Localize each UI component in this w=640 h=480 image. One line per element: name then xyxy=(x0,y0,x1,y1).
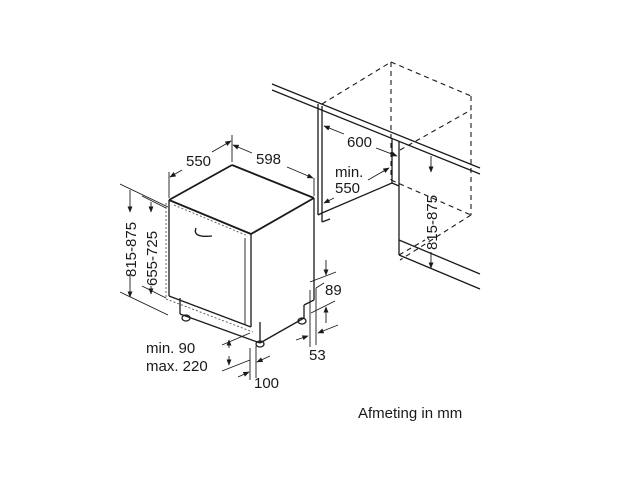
dim-600-niche xyxy=(323,125,398,157)
label-815-875-left: 815-875 xyxy=(123,222,140,277)
label-max-220: max. 220 xyxy=(146,358,208,375)
door-handle xyxy=(194,227,213,237)
dishwasher-body xyxy=(165,164,315,348)
dim-min-550 xyxy=(323,167,390,204)
countertop xyxy=(271,83,481,175)
niche-right-wall xyxy=(391,138,481,290)
label-600: 600 xyxy=(347,134,372,151)
label-598: 598 xyxy=(256,151,281,168)
label-550: 550 xyxy=(186,153,211,170)
label-min: min. xyxy=(335,164,363,181)
dim-100 xyxy=(237,346,271,380)
label-100: 100 xyxy=(254,375,279,392)
label-min-550: 550 xyxy=(335,180,360,197)
dim-598-width xyxy=(232,144,315,196)
dim-655-725 xyxy=(141,195,167,299)
label-89: 89 xyxy=(325,282,342,299)
label-655-725: 655-725 xyxy=(144,231,161,286)
dim-550-depth xyxy=(168,135,233,198)
upper-cabinet-dashed xyxy=(321,61,472,261)
foot-icon xyxy=(181,314,191,322)
label-min-90: min. 90 xyxy=(146,340,195,357)
unit-note: Afmeting in mm xyxy=(358,405,462,422)
dim-815-875-left xyxy=(119,183,169,316)
label-815-875-right: 815-875 xyxy=(424,195,441,250)
niche-left-wall xyxy=(317,104,393,223)
foot-icon xyxy=(255,340,265,348)
dim-plinth-min-max xyxy=(221,332,251,372)
dim-89-53 xyxy=(295,260,339,347)
label-53: 53 xyxy=(309,347,326,364)
foot-icon xyxy=(297,317,307,325)
